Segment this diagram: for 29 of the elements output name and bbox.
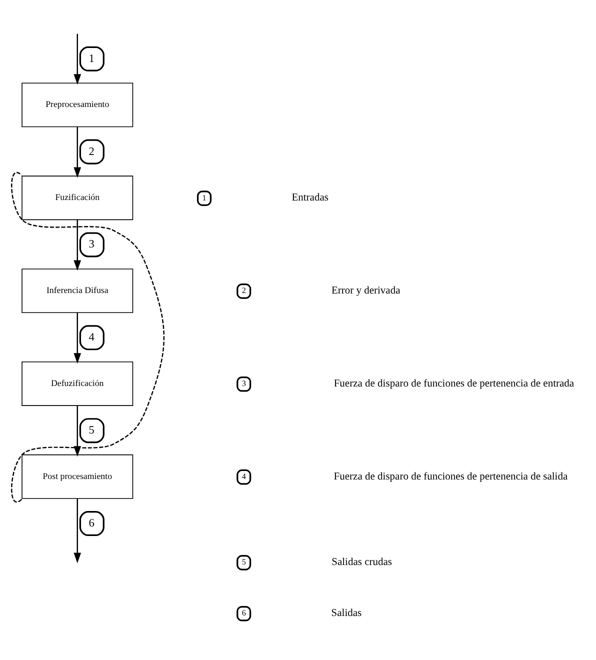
edge-label: 1 [88, 52, 94, 64]
node-box: Post procesamiento [22, 454, 134, 498]
arrow [74, 33, 82, 84]
label: 4 [242, 472, 246, 481]
label: 3 [242, 378, 246, 388]
label: Fuerza de disparo de funciones de pertenencia de salida [334, 470, 568, 482]
edge-label: 3 [88, 238, 94, 250]
label: Error y derivada [331, 285, 400, 296]
label: Salidas crudas [332, 556, 392, 568]
label: 2 [242, 286, 246, 295]
connector [11, 172, 164, 502]
label: Salidas [331, 607, 362, 618]
node-box: Fuzificación [22, 175, 134, 220]
arrow [74, 219, 82, 270]
arrow [74, 312, 82, 364]
arrow [74, 126, 82, 178]
label: 5 [242, 557, 246, 566]
edge-label: 6 [88, 517, 94, 530]
arrow [74, 498, 82, 563]
node-box: Defuzificación [22, 361, 134, 406]
edge-label: 5 [88, 424, 94, 436]
label: 6 [242, 608, 246, 618]
edge-label: 2 [88, 145, 94, 158]
node-box: Inferencia Difusa [22, 268, 134, 313]
label: 1 [202, 192, 206, 202]
edge-label: 4 [88, 331, 94, 344]
label: Entradas [292, 192, 328, 204]
label: Fuerza de disparo de funciones de pertenencia de entrada [334, 378, 574, 389]
node-box: Preprocesamiento [22, 82, 134, 127]
